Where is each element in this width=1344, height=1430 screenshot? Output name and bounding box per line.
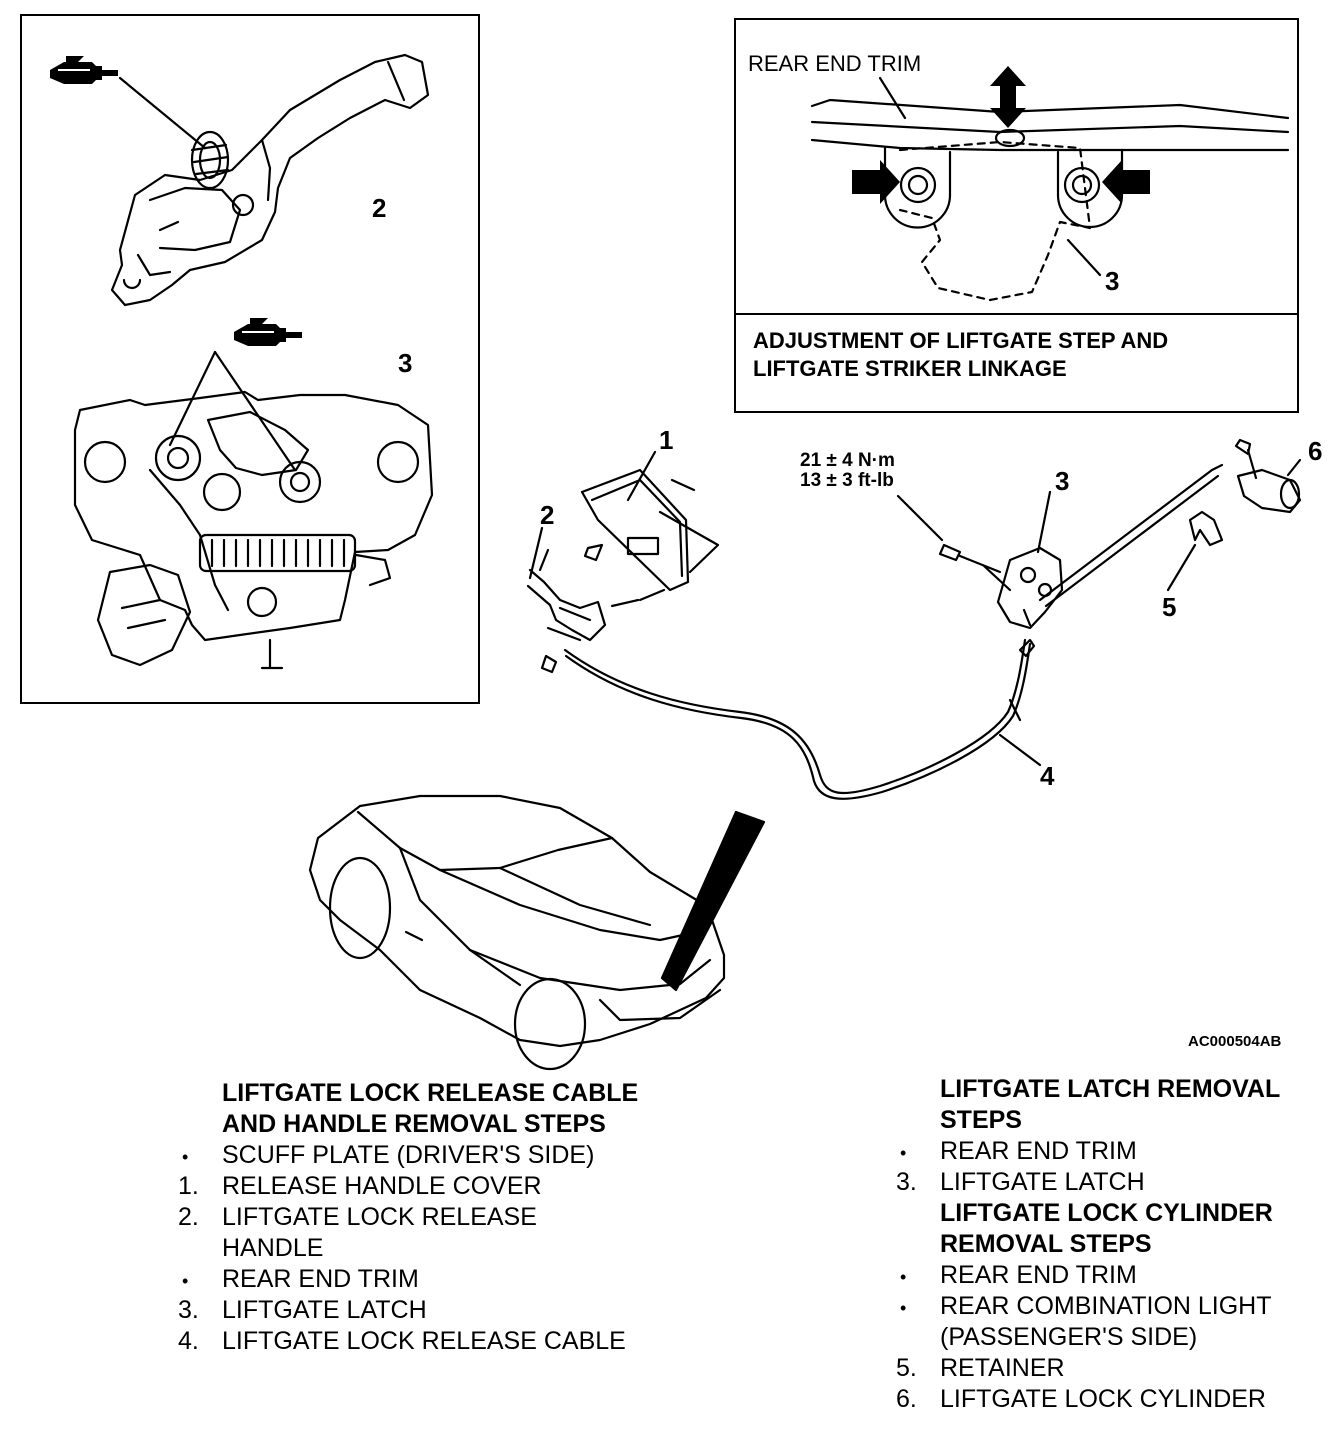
callout-2: 2: [540, 500, 555, 530]
torque-spec-imperial: 13 ± 3 ft-lb: [800, 470, 894, 491]
adjustment-caption-line1: ADJUSTMENT OF LIFTGATE STEP AND: [753, 328, 1169, 353]
grease-gun-icon: [50, 56, 118, 84]
list-item: 3.LIFTGATE LATCH: [896, 1168, 1145, 1196]
left-steps-heading-1: LIFTGATE LOCK RELEASE CABLE: [222, 1079, 639, 1107]
callout-3: 3: [1055, 466, 1070, 496]
callout-handle: 2: [372, 193, 387, 223]
latch-main-drawing: [938, 463, 1224, 630]
right-steps-heading-4: REMOVAL STEPS: [940, 1230, 1152, 1258]
list-item: •SCUFF PLATE (DRIVER'S SIDE): [182, 1141, 595, 1169]
list-item: •REAR END TRIM: [900, 1261, 1137, 1289]
grease-gun-icon: [234, 318, 302, 346]
striker-adjustment-drawing: [810, 76, 1290, 302]
adjustment-inset-frame: [734, 18, 1299, 413]
list-item: 2.LIFTGATE LOCK RELEASE: [178, 1203, 537, 1231]
right-steps-heading-3: LIFTGATE LOCK CYLINDER: [940, 1199, 1273, 1227]
callout-1: 1: [659, 425, 674, 455]
adjustment-arrows: [852, 66, 1150, 204]
left-steps-heading-2: AND HANDLE REMOVAL STEPS: [222, 1110, 606, 1138]
list-item: •REAR END TRIM: [182, 1265, 419, 1293]
callout-adjust-latch: 3: [1105, 266, 1120, 296]
list-item: 3.LIFTGATE LATCH: [178, 1296, 427, 1324]
left-steps: LIFTGATE LOCK RELEASE CABLE AND HANDLE R…: [178, 1078, 638, 1357]
right-steps-heading-2: STEPS: [940, 1106, 1022, 1134]
callout-5: 5: [1162, 592, 1177, 622]
list-item: 4.LIFTGATE LOCK RELEASE CABLE: [178, 1327, 626, 1355]
list-item: 5.RETAINER: [896, 1354, 1065, 1382]
lock-cylinder-drawing: [1234, 438, 1302, 514]
release-handle-drawing: [110, 53, 430, 307]
list-item: 6.LIFTGATE LOCK CYLINDER: [896, 1385, 1266, 1413]
latch-drawing: [73, 390, 434, 670]
rear-end-trim-label: REAR END TRIM: [748, 51, 922, 76]
list-item: HANDLE: [222, 1234, 324, 1262]
list-item: 1.RELEASE HANDLE COVER: [178, 1172, 542, 1200]
adjustment-caption-line2: LIFTGATE STRIKER LINKAGE: [753, 356, 1067, 381]
figure-id: AC000504AB: [1188, 1033, 1282, 1050]
callout-latch: 3: [398, 348, 413, 378]
callout-6: 6: [1308, 436, 1323, 466]
release-handle-main-drawing: [526, 548, 666, 674]
callout-4: 4: [1040, 761, 1055, 791]
retainer-drawing: [1188, 510, 1224, 547]
adjustment-inset-divider: [734, 313, 1299, 315]
release-cable-drawing: [563, 638, 1036, 800]
car-drawing: [308, 794, 726, 1071]
release-cover-drawing: [580, 468, 720, 592]
torque-spec-metric: 21 ± 4 N·m: [800, 450, 895, 471]
right-steps-heading-1: LIFTGATE LATCH REMOVAL: [940, 1075, 1281, 1103]
list-item: •REAR COMBINATION LIGHT: [900, 1292, 1272, 1320]
right-steps: LIFTGATE LATCH REMOVAL STEPS •REAR END T…: [896, 1074, 1280, 1415]
detail-inset-frame: [20, 14, 480, 704]
list-item: •REAR END TRIM: [900, 1137, 1137, 1165]
list-item: (PASSENGER'S SIDE): [940, 1323, 1198, 1351]
